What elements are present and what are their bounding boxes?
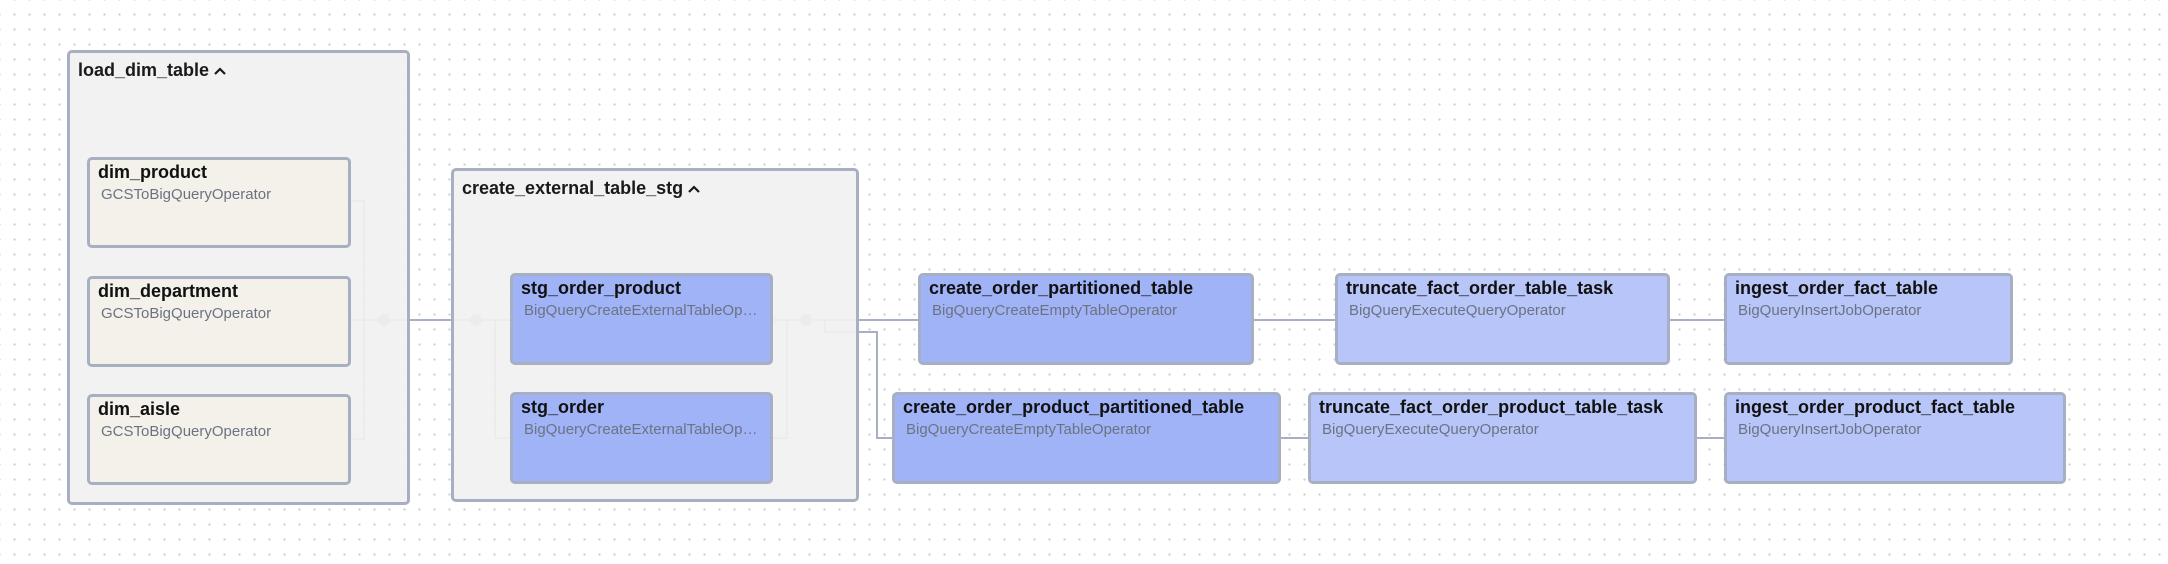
task-title: truncate_fact_order_table_task — [1346, 278, 1614, 298]
task-operator: GCSToBigQueryOperator — [101, 186, 272, 203]
task-operator: BigQueryCreateEmptyTableOperator — [906, 421, 1152, 438]
task-title: create_order_product_partitioned_table — [903, 397, 1245, 417]
task-node-create-order-product-partitioned-table[interactable]: create_order_product_partitioned_table B… — [892, 392, 1281, 484]
task-title: create_order_partitioned_table — [929, 278, 1194, 298]
group-load-dim-table-label: load_dim_table — [78, 60, 210, 80]
task-node-dim-product[interactable]: dim_product GCSToBigQueryOperator — [87, 157, 351, 248]
task-title: ingest_order_fact_table — [1735, 278, 1939, 298]
task-title: dim_aisle — [98, 399, 181, 419]
task-node-truncate-fact-order-table-task[interactable]: truncate_fact_order_table_task BigQueryE… — [1335, 273, 1670, 365]
task-operator: BigQueryExecuteQueryOperator — [1322, 421, 1539, 438]
task-title: stg_order_product — [521, 278, 682, 298]
task-operator: BigQueryExecuteQueryOperator — [1349, 302, 1566, 319]
task-operator: BigQueryCreateExternalTableOperator — [524, 302, 762, 319]
task-title: dim_department — [98, 281, 239, 301]
task-operator: BigQueryInsertJobOperator — [1738, 302, 1922, 319]
task-operator: GCSToBigQueryOperator — [101, 305, 272, 322]
task-node-ingest-order-fact-table[interactable]: ingest_order_fact_table BigQueryInsertJo… — [1724, 273, 2013, 365]
task-operator: BigQueryCreateExternalTableOperator — [524, 421, 762, 438]
task-node-dim-department[interactable]: dim_department GCSToBigQueryOperator — [87, 276, 351, 367]
task-node-stg-order[interactable]: stg_order BigQueryCreateExternalTableOpe… — [510, 392, 773, 484]
task-operator: GCSToBigQueryOperator — [101, 423, 272, 440]
task-title: stg_order — [521, 397, 605, 417]
group-create-external-table-stg-header[interactable]: create_external_table_stg — [462, 178, 702, 199]
task-node-dim-aisle[interactable]: dim_aisle GCSToBigQueryOperator — [87, 394, 351, 485]
task-title: truncate_fact_order_product_table_task — [1319, 397, 1664, 417]
group-load-dim-table-header[interactable]: load_dim_table — [78, 60, 228, 81]
task-title: ingest_order_product_fact_table — [1735, 397, 2016, 417]
task-operator: BigQueryCreateEmptyTableOperator — [932, 302, 1178, 319]
task-title: dim_product — [98, 162, 208, 182]
task-node-ingest-order-product-fact-table[interactable]: ingest_order_product_fact_table BigQuery… — [1724, 392, 2066, 484]
group-create-external-table-stg-label: create_external_table_stg — [462, 178, 684, 198]
task-operator: BigQueryInsertJobOperator — [1738, 421, 1922, 438]
task-node-truncate-fact-order-product-table-task[interactable]: truncate_fact_order_product_table_task B… — [1308, 392, 1697, 484]
task-node-create-order-partitioned-table[interactable]: create_order_partitioned_table BigQueryC… — [918, 273, 1254, 365]
task-node-stg-order-product[interactable]: stg_order_product BigQueryCreateExternal… — [510, 273, 773, 365]
chevron-up-icon[interactable] — [686, 181, 702, 197]
chevron-up-icon[interactable] — [212, 63, 228, 79]
